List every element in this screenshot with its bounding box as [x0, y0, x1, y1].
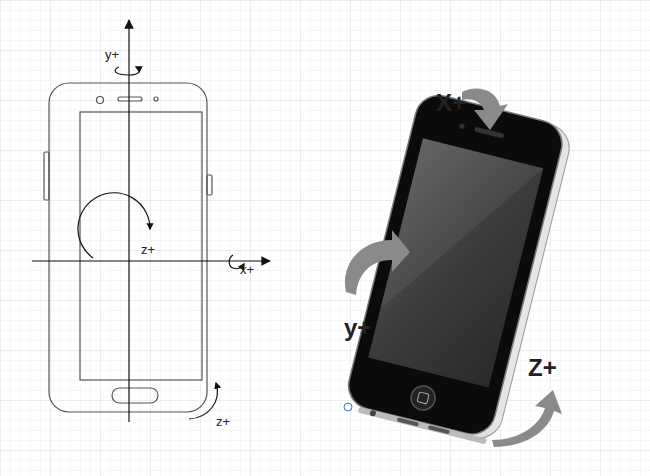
rotation-arrows — [345, 88, 562, 447]
axis-label: X+ — [436, 91, 466, 115]
phone-outline — [44, 83, 212, 412]
axis-label: Z+ — [528, 356, 557, 380]
axis-label: y+ — [105, 48, 119, 61]
phone-illustration — [342, 90, 575, 446]
selection-handle — [344, 403, 352, 411]
axes — [32, 20, 270, 422]
axis-label: z+ — [141, 243, 155, 256]
axis-label: x+ — [240, 263, 254, 276]
axis-label: z+ — [216, 415, 230, 428]
axis-label: y+ — [344, 316, 371, 340]
